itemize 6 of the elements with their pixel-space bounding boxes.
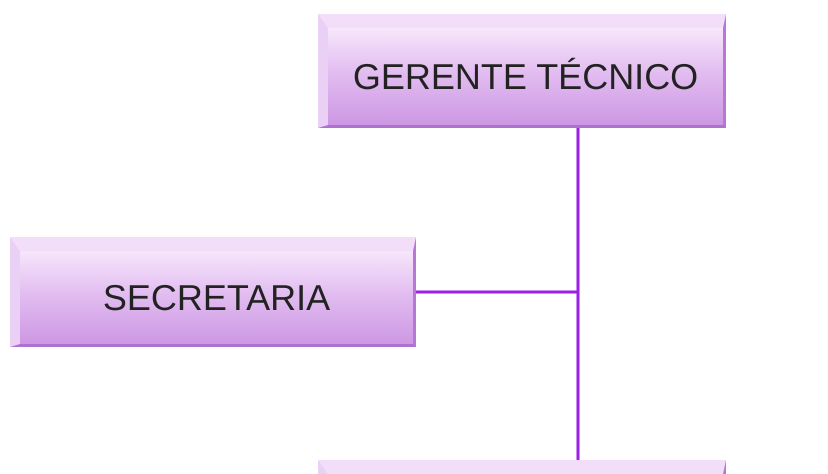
org-box (318, 14, 726, 128)
empty-box (318, 460, 726, 474)
role-label: GERENTE TÉCNICO (352, 56, 698, 98)
role-label: SECRETARIA (102, 276, 330, 318)
org-box (10, 237, 416, 347)
connector-line (576, 128, 580, 460)
